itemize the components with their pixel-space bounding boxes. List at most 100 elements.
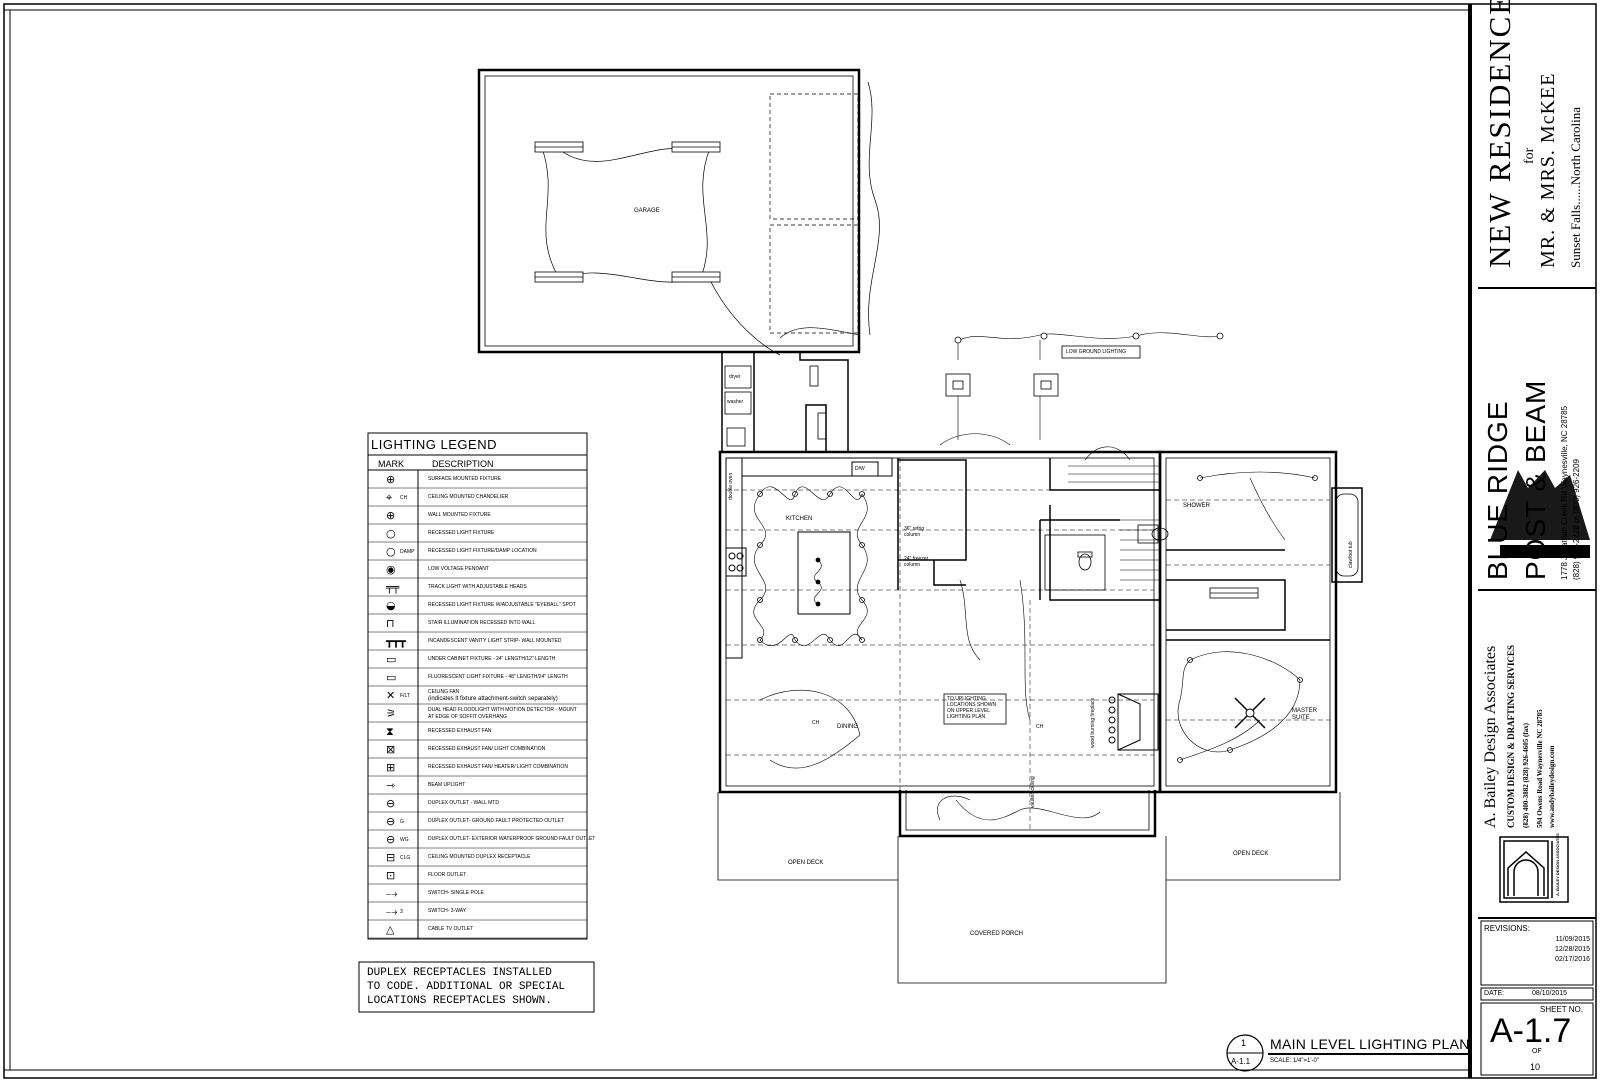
legend-row: ⤍3 SWITCH- 3-WAY <box>368 902 587 920</box>
exhaust-fan-light-icon: ⊠ <box>386 743 396 756</box>
legend-row: ⚞DUAL HEAD FLOODLIGHT WITH MOTION DETECT… <box>368 704 587 722</box>
legend-row: ◉ LOW VOLTAGE PENDANT <box>368 560 587 578</box>
stair-light-icon: ⊓ <box>386 617 395 630</box>
legend-mark-suffix: F/LT <box>400 693 410 699</box>
legend-description: STAIR ILLUMINATION RECESSED INTO WALL <box>428 620 536 626</box>
garage-walls <box>477 68 880 356</box>
beam-uplight-icon: ⇾ <box>386 779 396 792</box>
builder-address: 1778 Jonathan Creek Rd Waynesville, NC 2… <box>1560 405 1569 580</box>
circuit-wiring <box>753 332 1316 821</box>
interior-walls <box>897 458 1330 790</box>
room-label-covered-porch: COVERED PORCH <box>970 931 1024 937</box>
ground-light-fixtures <box>945 332 1224 397</box>
room-label-clawfoot-tub: clawfoot tub <box>1348 541 1354 568</box>
legend-description: FLUORESCENT LIGHT FIXTURE - 48" LENGTH/2… <box>428 674 568 680</box>
wp-gfi-outlet-icon: ⊖ <box>386 833 396 846</box>
ceiling-fan-icon: ✕ <box>386 689 396 702</box>
legend-row: ⧗RECESSED EXHAUST FAN <box>368 722 587 740</box>
legend-description: SWITCH- SINGLE POLE <box>428 890 484 896</box>
switch-single-icon: ⤍ <box>386 887 398 900</box>
legend-description: RECESSED EXHAUST FAN/ HEATER/ LIGHT COMB… <box>428 764 568 770</box>
room-label-vaulted-ceiling: vaulted ceiling <box>1030 776 1036 808</box>
legend-row: △CABLE TV OUTLET <box>368 920 587 938</box>
sheet-border <box>3 3 1597 1079</box>
legend-title: LIGHTING LEGEND <box>371 437 497 452</box>
receptacle-note-box <box>358 961 595 1013</box>
legend-row: ⤍ SWITCH- SINGLE POLE <box>368 884 587 902</box>
project-title: NEW RESIDENCE <box>1482 0 1517 268</box>
uplighting-note-line: LOCATIONS SHOWN <box>947 702 997 708</box>
project-location: Sunset Falls......North Carolina <box>1568 106 1583 268</box>
room-label-garage: GARAGE <box>634 208 660 214</box>
project-for: for <box>1522 147 1537 164</box>
of-label: OF <box>1532 1048 1542 1055</box>
fireplace <box>1108 693 1159 751</box>
under-cabinet-icon: ▭ <box>386 653 397 666</box>
legend-row: ○RECESSED LIGHT FIXTURE <box>368 524 587 542</box>
pendant-icon: ◉ <box>386 563 396 576</box>
builder-name-line1: BLUE RIDGE <box>1482 400 1513 580</box>
legend-col-mark: MARK <box>378 459 405 469</box>
revisions-list: 11/09/2015 12/28/2015 02/17/2016 <box>1530 935 1590 965</box>
legend-row: ▭UNDER CABINET FIXTURE - 24" LENGTH/12" … <box>368 650 587 668</box>
builder-name-line2: POST & BEAM <box>1520 379 1551 580</box>
designer-name: A. Bailey Design Associates <box>1482 645 1499 828</box>
legend-description: TRACK LIGHT WITH ADJUSTABLE HEADS <box>428 584 527 590</box>
drawing-scale: SCALE: 1/4"=1'-0" <box>1270 1058 1319 1064</box>
decks-and-porch <box>717 792 1341 984</box>
stairs <box>1068 465 1160 581</box>
legend-row: ⊓ STAIR ILLUMINATION RECESSED INTO WALL <box>368 614 587 632</box>
legend-description: CABLE TV OUTLET <box>428 926 474 932</box>
legend-description: SWITCH- 3-WAY <box>428 908 467 914</box>
legend-description: LOW VOLTAGE PENDANT <box>428 566 489 572</box>
chandelier-mark: CH <box>1036 724 1044 730</box>
low-ground-label-box <box>1061 345 1141 359</box>
legend-row: ⊠ RECESSED EXHAUST FAN/ LIGHT COMBINATION <box>368 740 587 758</box>
drawing-title: MAIN LEVEL LIGHTING PLAN <box>1270 1036 1470 1052</box>
legend-mark-suffix: CLG <box>400 855 411 861</box>
uplighting-note-box <box>943 693 1007 725</box>
ceiling-fan-fixture <box>1234 697 1266 729</box>
title-block-lines <box>1478 287 1596 1076</box>
date-value: 08/10/2015 <box>1532 990 1568 997</box>
designer-web: www.andybaileydesign.com <box>1548 745 1556 828</box>
revisions-label: REVISIONS: <box>1484 924 1530 933</box>
legend-description: RECESSED LIGHT FIXTURE <box>428 530 495 536</box>
revision-date: 11/09/2015 <box>1555 936 1590 943</box>
legend-mark-suffix: 3 <box>400 909 403 915</box>
room-label-kitchen: KITCHEN <box>786 516 813 522</box>
switch-3way-icon: ⤍ <box>386 905 398 918</box>
garage-fluorescent-fixtures <box>534 141 721 283</box>
kitchen-fixtures <box>725 457 893 659</box>
legend-row: ✕ F/LT CEILING FAN(indicates lt fixture at… <box>368 686 587 704</box>
low-ground-lighting-label: LOW GROUND LIGHTING <box>1066 349 1127 355</box>
room-label-master-suite: MASTER SUITE <box>1292 708 1318 721</box>
master-recessed-lights <box>1177 475 1318 763</box>
legend-mark-suffix: G <box>400 819 404 825</box>
designer-logo <box>1499 836 1569 903</box>
legend-description: INCANDESCENT VANITY LIGHT STRIP- WALL MO… <box>428 638 562 644</box>
designer-logo-text: A. BAILEY DESIGN ASSOCIATES <box>1555 833 1560 896</box>
vanity-strip-icon: ┳┳┳ <box>386 635 406 648</box>
legend-row: ⊕WALL MOUNTED FIXTURE <box>368 506 587 524</box>
legend-description-line2: (indicates lt fixture attachment-switch … <box>428 696 558 702</box>
gfi-outlet-icon: ⊖ <box>386 815 396 828</box>
sheet-no-label: SHEET NO. <box>1540 1005 1583 1014</box>
receptacle-note: DUPLEX RECEPTACLES INSTALLED TO CODE. AD… <box>367 966 565 1008</box>
pine-tree-logo <box>1490 470 1590 558</box>
legend-description: DUAL HEAD FLOODLIGHT WITH MOTION DETECTO… <box>428 707 577 713</box>
room-label-open-deck-left: OPEN DECK <box>788 860 824 866</box>
legend-description: RECESSED LIGHT FIXTURE/DAMP LOCATION <box>428 548 537 554</box>
room-label-dw: D/W <box>855 466 865 472</box>
duplex-outlet-icon: ⊖ <box>386 797 396 810</box>
legend-description: RECESSED EXHAUST FAN/ LIGHT COMBINATION <box>428 746 546 752</box>
legend-row: ⊕SURFACE MOUNTED FIXTURE <box>368 470 587 488</box>
uplighting-note: TO UPLIGHTING LOCATIONS SHOWN ON UPPER L… <box>947 696 996 720</box>
room-label-dryer: dryer <box>729 374 741 380</box>
date-label: DATE: <box>1484 990 1505 997</box>
dashed-beams <box>726 458 1330 830</box>
legend-description: CEILING FAN <box>428 689 460 695</box>
uplighting-note-line: ON UPPER LEVEL <box>947 708 991 714</box>
designer-address: 594 Owens Road Waynesville NC 28785 <box>1536 709 1544 828</box>
